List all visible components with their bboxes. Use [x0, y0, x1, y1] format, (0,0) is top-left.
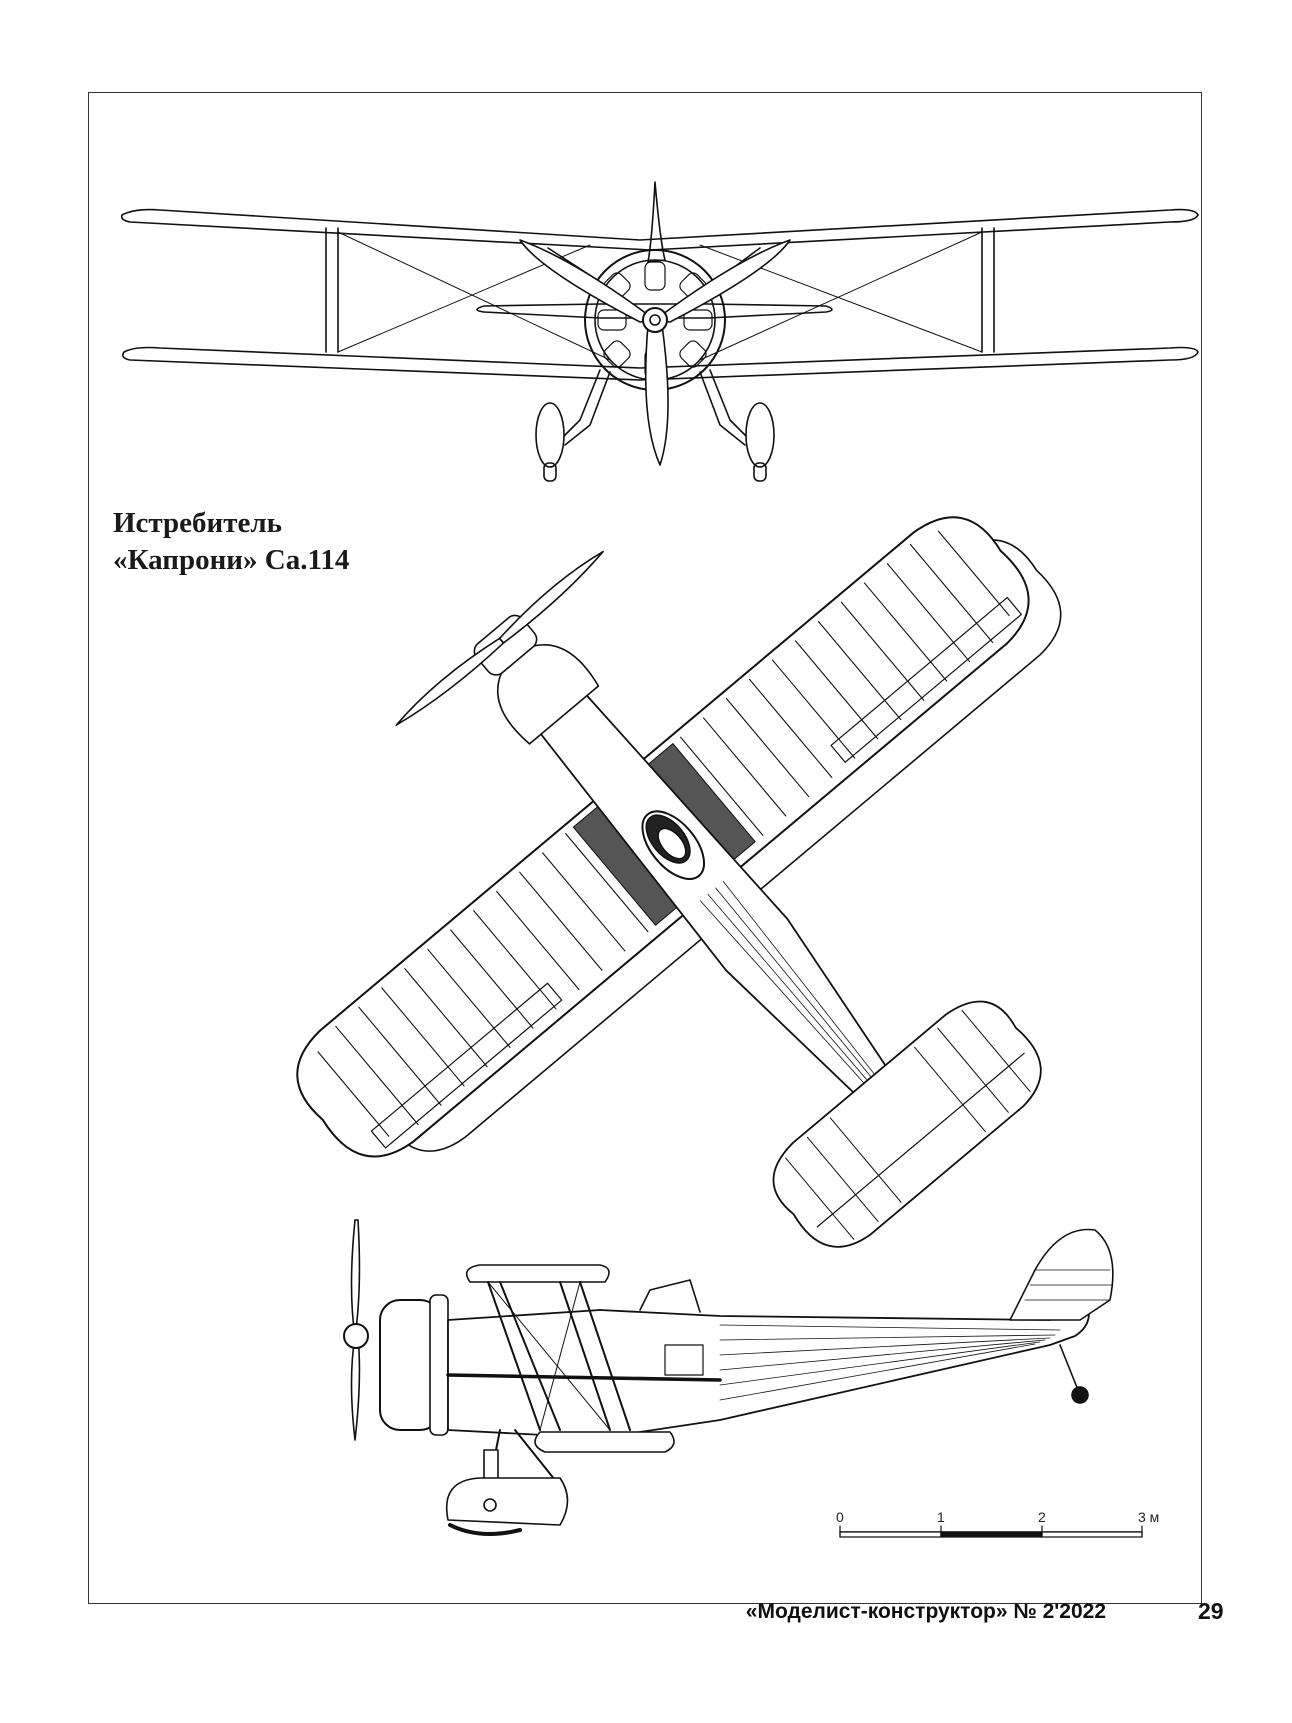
drawing-title: Истребитель «Капрони» Са.114 — [113, 505, 349, 579]
plan-view — [296, 516, 1062, 1248]
scale-label-3: 3 м — [1138, 1509, 1160, 1525]
side-view — [343, 1219, 1114, 1536]
drawing-frame — [88, 92, 1202, 1604]
scale-label-2: 2 — [1038, 1509, 1046, 1525]
magazine-issue: «Моделист-конструктор» № 2'2022 — [745, 1600, 1106, 1623]
title-line-1: Истребитель — [113, 507, 282, 539]
scale-label-1: 1 — [937, 1509, 945, 1525]
title-line-2: «Капрони» Са.114 — [113, 544, 350, 576]
page-number: 29 — [1198, 1598, 1224, 1624]
scale-bar — [839, 1525, 1143, 1538]
front-view — [120, 181, 1199, 482]
scale-label-0: 0 — [836, 1509, 844, 1525]
